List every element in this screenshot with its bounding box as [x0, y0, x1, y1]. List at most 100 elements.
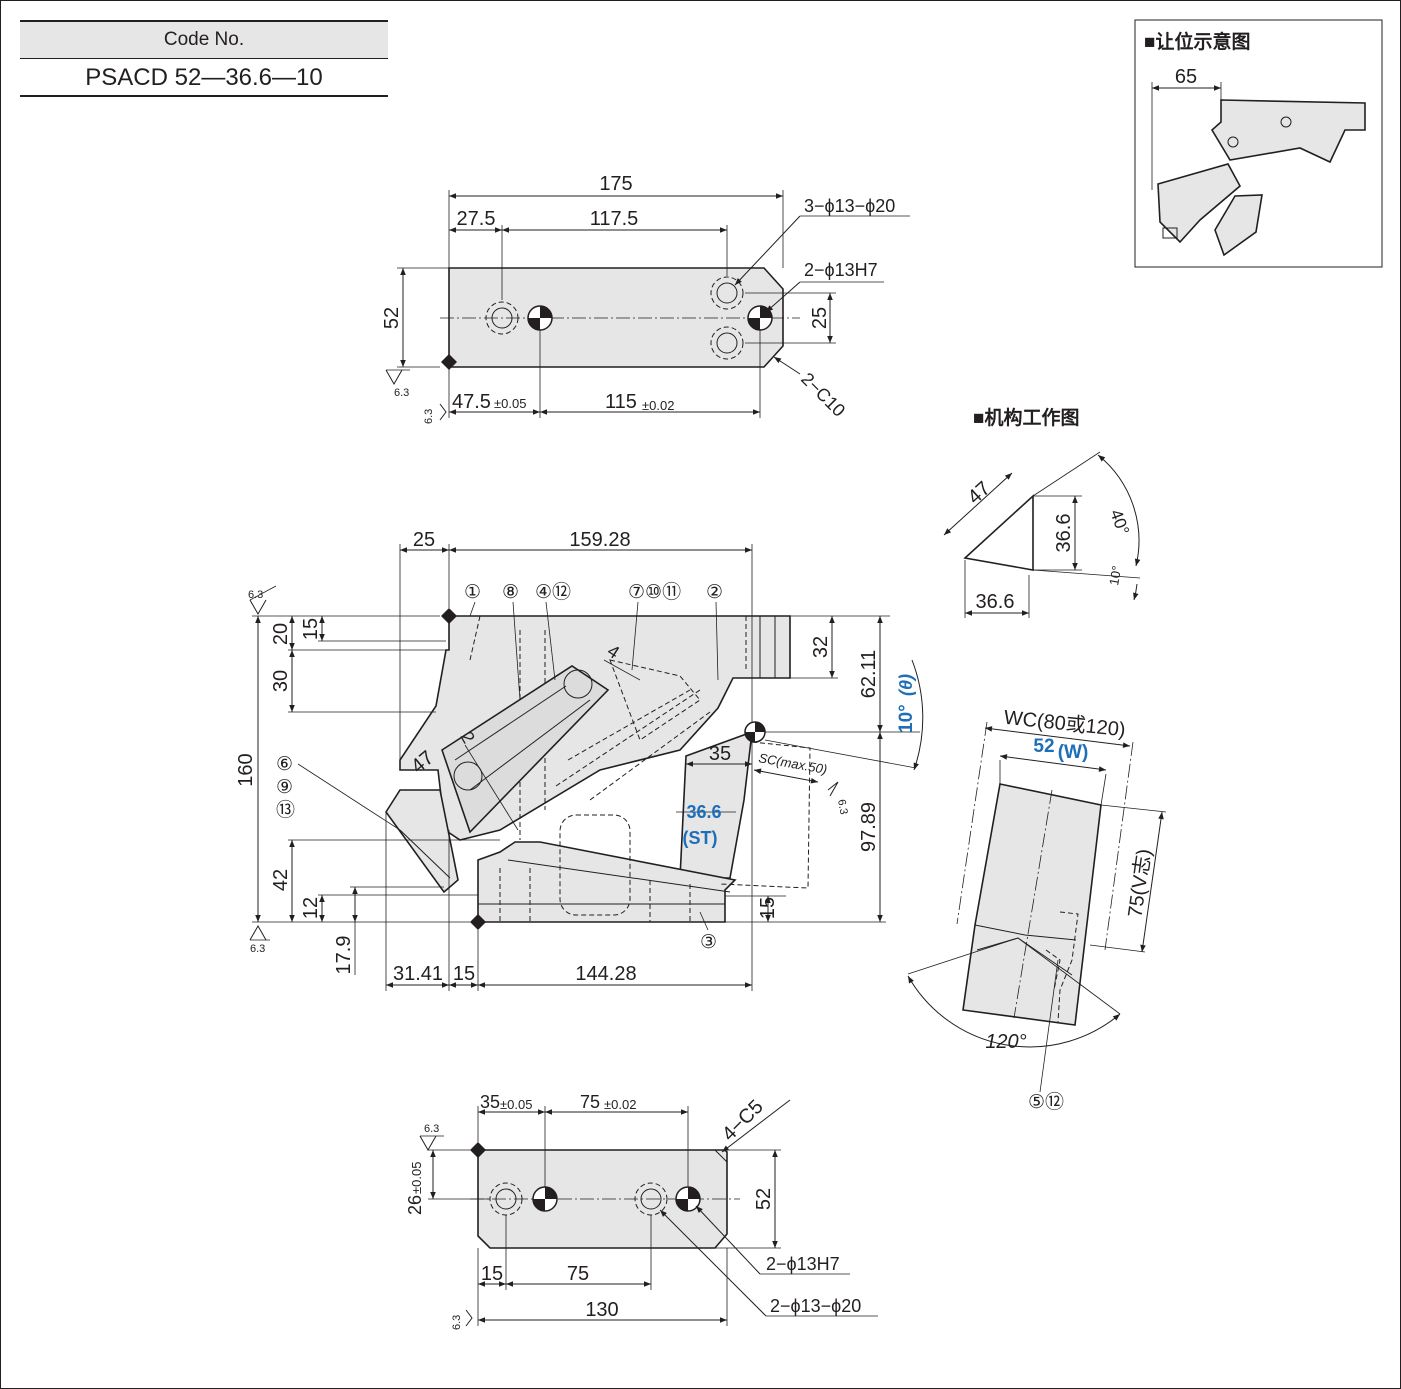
front-driver-cam	[679, 730, 753, 879]
front-dim-144-28: 144.28	[575, 963, 636, 985]
front-balloon-7-10-11: ⑦⑩⑪	[628, 581, 681, 603]
bottom-tol-35: ±0.05	[500, 1097, 532, 1112]
code-number-box: Code No. PSACD 52—36.6—10	[20, 20, 388, 97]
top-counterbore-3	[710, 326, 744, 360]
front-stroke-st: (ST)	[683, 828, 718, 848]
front-stroke-36-6: 36.6	[686, 802, 721, 822]
front-dim-62-11: 62.11	[858, 650, 880, 699]
top-hole-3	[716, 332, 738, 354]
top-callout-chamfer: 2−C10	[797, 369, 849, 421]
top-tol-47-5: ±0.05	[494, 396, 526, 411]
top-tol-115: ±0.02	[642, 398, 674, 413]
front-roughness-bottom: 6.3	[250, 943, 265, 955]
front-roughness-top: 6.3	[248, 589, 263, 601]
relief-diagram-frame	[1134, 19, 1383, 268]
side-balloon-5-12: ⑤⑫	[1028, 1091, 1064, 1113]
top-dim-117-5: 117.5	[590, 208, 639, 230]
top-dim-25: 25	[809, 307, 831, 329]
bottom-pin-hole-2	[675, 1186, 701, 1212]
bottom-tol-75: ±0.02	[604, 1097, 636, 1112]
relief-diagram-title: ■让位示意图	[1144, 30, 1250, 53]
relief-slider	[1157, 163, 1242, 244]
top-view-plate	[448, 267, 784, 368]
front-lower-base	[477, 841, 737, 923]
front-dim-159-28: 159.28	[569, 529, 630, 551]
code-number-label: Code No.	[20, 20, 388, 59]
front-slide-cam	[441, 659, 711, 834]
front-dim-17-9: 17.9	[333, 936, 355, 975]
bottom-view: 35 ±0.05 75 ±0.02 52 26 ±0.05 15 75 130 …	[405, 1092, 878, 1330]
mech-dim-36-6-rise: 36.6	[1053, 514, 1075, 553]
front-dim-35: 35	[709, 743, 731, 765]
top-roughness-2: 6.3	[423, 409, 435, 424]
side-view-body	[962, 783, 1102, 1026]
front-pin-hole-1	[744, 721, 766, 743]
mech-angle-40: 40°	[1106, 507, 1133, 538]
front-dim-42: 42	[270, 869, 292, 891]
top-dim-47-5: 47.5	[452, 391, 491, 413]
front-balloon-13: ⑬	[276, 799, 295, 821]
relief-driver	[1214, 194, 1263, 257]
top-hole-2	[716, 282, 738, 304]
front-balloon-6: ⑥	[276, 754, 293, 775]
bottom-dim-130: 130	[585, 1299, 618, 1321]
bottom-dim-26: 26	[405, 1195, 425, 1215]
bottom-dim-52: 52	[753, 1188, 775, 1210]
front-dim-31-41: 31.41	[393, 963, 443, 985]
front-dim-12: 12	[300, 897, 322, 919]
bottom-dim-35: 35	[480, 1092, 500, 1112]
front-dim-20: 20	[270, 623, 292, 645]
mech-dim-47: 47	[964, 477, 995, 508]
front-dim-32: 32	[810, 636, 832, 658]
bottom-tol-26: ±0.05	[409, 1162, 424, 1194]
side-dim-w: 52	[1033, 736, 1054, 757]
bottom-hole-1	[495, 1188, 517, 1210]
bottom-callout-pin-holes: 2−ϕ13H7	[766, 1254, 840, 1274]
relief-dim-65: 65	[1175, 66, 1197, 88]
mech-angle-10: 10°	[1106, 565, 1124, 587]
top-view: 175 27.5 117.5 52 47.5 ±0.05 115 ±0.02 2…	[381, 173, 910, 424]
top-dim-27-5: 27.5	[457, 208, 496, 230]
front-view: 25 159.28 160 20 15 30 42 12 17.9 31.41 …	[235, 529, 924, 991]
front-balloon-3: ③	[700, 932, 717, 953]
mech-dim-36-6-base: 36.6	[976, 591, 1015, 613]
front-angle-10: 10°	[896, 704, 917, 733]
front-dim-30: 30	[270, 670, 292, 692]
top-pin-hole-1	[527, 305, 553, 331]
bottom-roughness-top: 6.3	[424, 1123, 439, 1135]
top-roughness-1: 6.3	[394, 387, 409, 399]
front-dim-25: 25	[413, 529, 435, 551]
top-dim-115: 115	[605, 391, 637, 413]
front-angle-theta: (θ)	[896, 674, 916, 696]
relief-upper-block	[1210, 99, 1366, 164]
side-angle-120: 120°	[985, 1031, 1026, 1053]
bottom-roughness-left: 6.3	[451, 1315, 463, 1330]
relief-diagram: ■让位示意图 65	[1134, 19, 1383, 268]
bottom-hole-2	[640, 1188, 662, 1210]
code-number-value: PSACD 52—36.6—10	[20, 59, 388, 97]
mechanism-title: ■机构工作图	[973, 406, 1079, 429]
top-counterbore-2	[710, 276, 744, 310]
front-balloon-2: ②	[706, 582, 723, 603]
front-dim-15: 15	[300, 618, 322, 640]
top-callout-pin-holes: 2−ϕ13H7	[804, 260, 878, 280]
mechanism-diagram: ■机构工作图 47 36.6 36.6 40° 10°	[943, 406, 1141, 618]
bottom-pin-hole-1	[532, 1186, 558, 1212]
top-counterbore-1	[485, 301, 519, 335]
front-balloon-1: ①	[464, 582, 481, 603]
front-roughness-right: 6.3	[835, 798, 849, 815]
front-dim-15-right: 15	[757, 897, 779, 919]
top-hole-1	[491, 307, 513, 329]
bottom-dim-15: 15	[481, 1263, 503, 1285]
front-balloon-9: ⑨	[276, 777, 293, 798]
bottom-callout-chamfer: 4−C5	[718, 1096, 768, 1146]
bottom-callout-stepped-holes: 2−ϕ13−ϕ20	[770, 1296, 861, 1316]
side-dim-v: 75(V志)	[1123, 847, 1155, 918]
side-dim-w-sym: (W)	[1058, 742, 1089, 763]
side-dim-wc: WC(80或120)	[1003, 706, 1127, 742]
front-dim-160: 160	[235, 753, 257, 786]
bottom-dim-75: 75	[567, 1263, 589, 1285]
front-dim-97-89: 97.89	[858, 802, 880, 852]
side-view: WC(80或120) 52 (W) 75(V志) 120° ⑤⑫	[907, 706, 1167, 1113]
